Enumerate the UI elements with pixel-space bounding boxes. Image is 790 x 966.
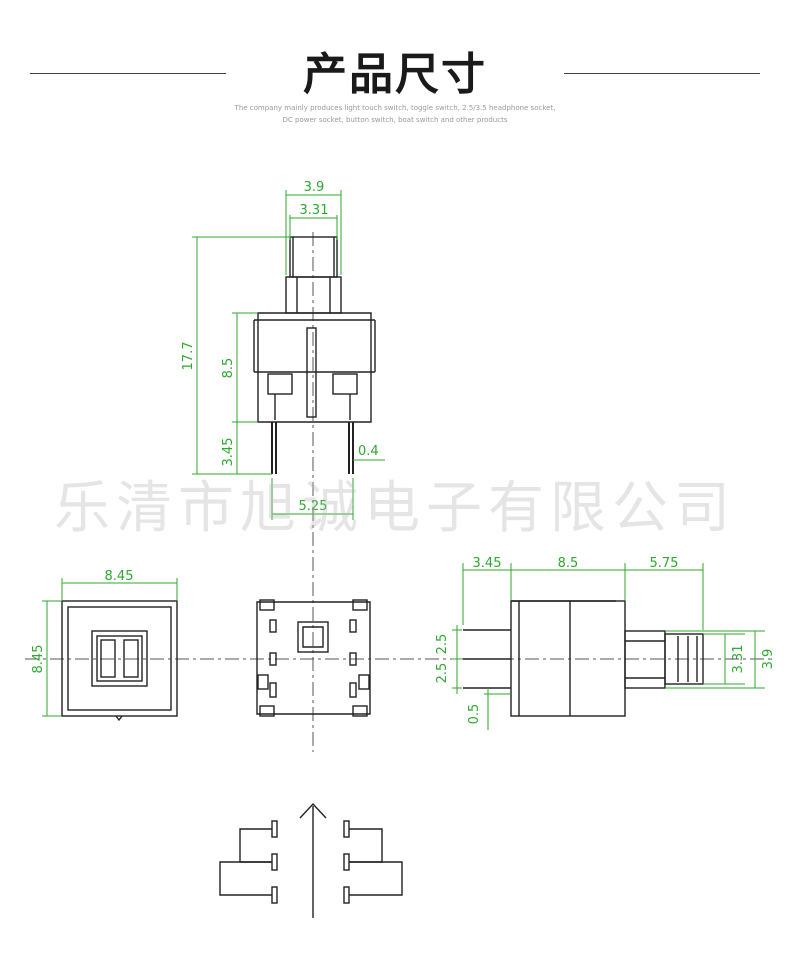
dim-top-cap-width: 3.9: [304, 180, 325, 195]
dim-pin-spacing: 5.25: [299, 499, 328, 514]
dim-side-stem: 3.31: [731, 645, 746, 674]
title-rule-left: [30, 73, 226, 74]
dim-side-pitch-top: 2.5: [435, 634, 450, 655]
top-view-dim-labels: 3.9 3.31 17.7 8.5 3.45 0.4 5.25: [181, 180, 379, 514]
center-lines: [25, 232, 770, 752]
dim-side-cap: 3.9: [761, 649, 776, 670]
dim-top-stem-width: 3.31: [300, 203, 329, 218]
top-view-dim-lines: [192, 190, 385, 520]
subtitle-line-1: The company mainly produces light touch …: [234, 104, 556, 112]
top-view-outline: [253, 236, 376, 474]
latch-right: [332, 373, 358, 395]
arrow-head: [299, 802, 327, 819]
front-view-dim-lines: [42, 578, 178, 717]
dim-side-pitch-bottom: 2.5: [435, 663, 450, 684]
side-view-outline: [463, 600, 704, 717]
dim-side-pin-thickness: 0.5: [467, 704, 482, 725]
dim-pin-length: 3.45: [221, 438, 236, 467]
title-rule-right: [564, 73, 760, 74]
dim-front-height: 8.45: [31, 645, 46, 674]
dim-front-width: 8.45: [105, 569, 134, 584]
page-title: 产品尺寸: [303, 49, 487, 100]
dim-total-height: 17.7: [181, 342, 196, 371]
dim-side-pin: 3.45: [473, 556, 502, 571]
side-view-dim-lines: [452, 563, 765, 730]
body-slot: [306, 327, 317, 418]
circuit-schematic: [219, 802, 403, 918]
dim-side-button: 5.75: [650, 556, 679, 571]
dim-pin-width: 0.4: [358, 444, 379, 459]
bottom-center-mark: [297, 621, 329, 653]
page-subtitle: The company mainly produces light touch …: [0, 102, 790, 126]
body-outline: [257, 312, 372, 423]
front-outer: [61, 600, 178, 717]
front-view-outline: [61, 600, 178, 722]
bottom-outer: [256, 601, 371, 715]
dim-side-body: 8.5: [558, 556, 579, 571]
bottom-view-outline: [256, 599, 371, 717]
dim-body-height: 8.5: [221, 358, 236, 379]
subtitle-line-2: DC power socket, button switch, boat swi…: [282, 116, 508, 124]
front-button: [91, 630, 148, 687]
latch-left: [267, 373, 293, 395]
side-cap: [664, 633, 704, 685]
